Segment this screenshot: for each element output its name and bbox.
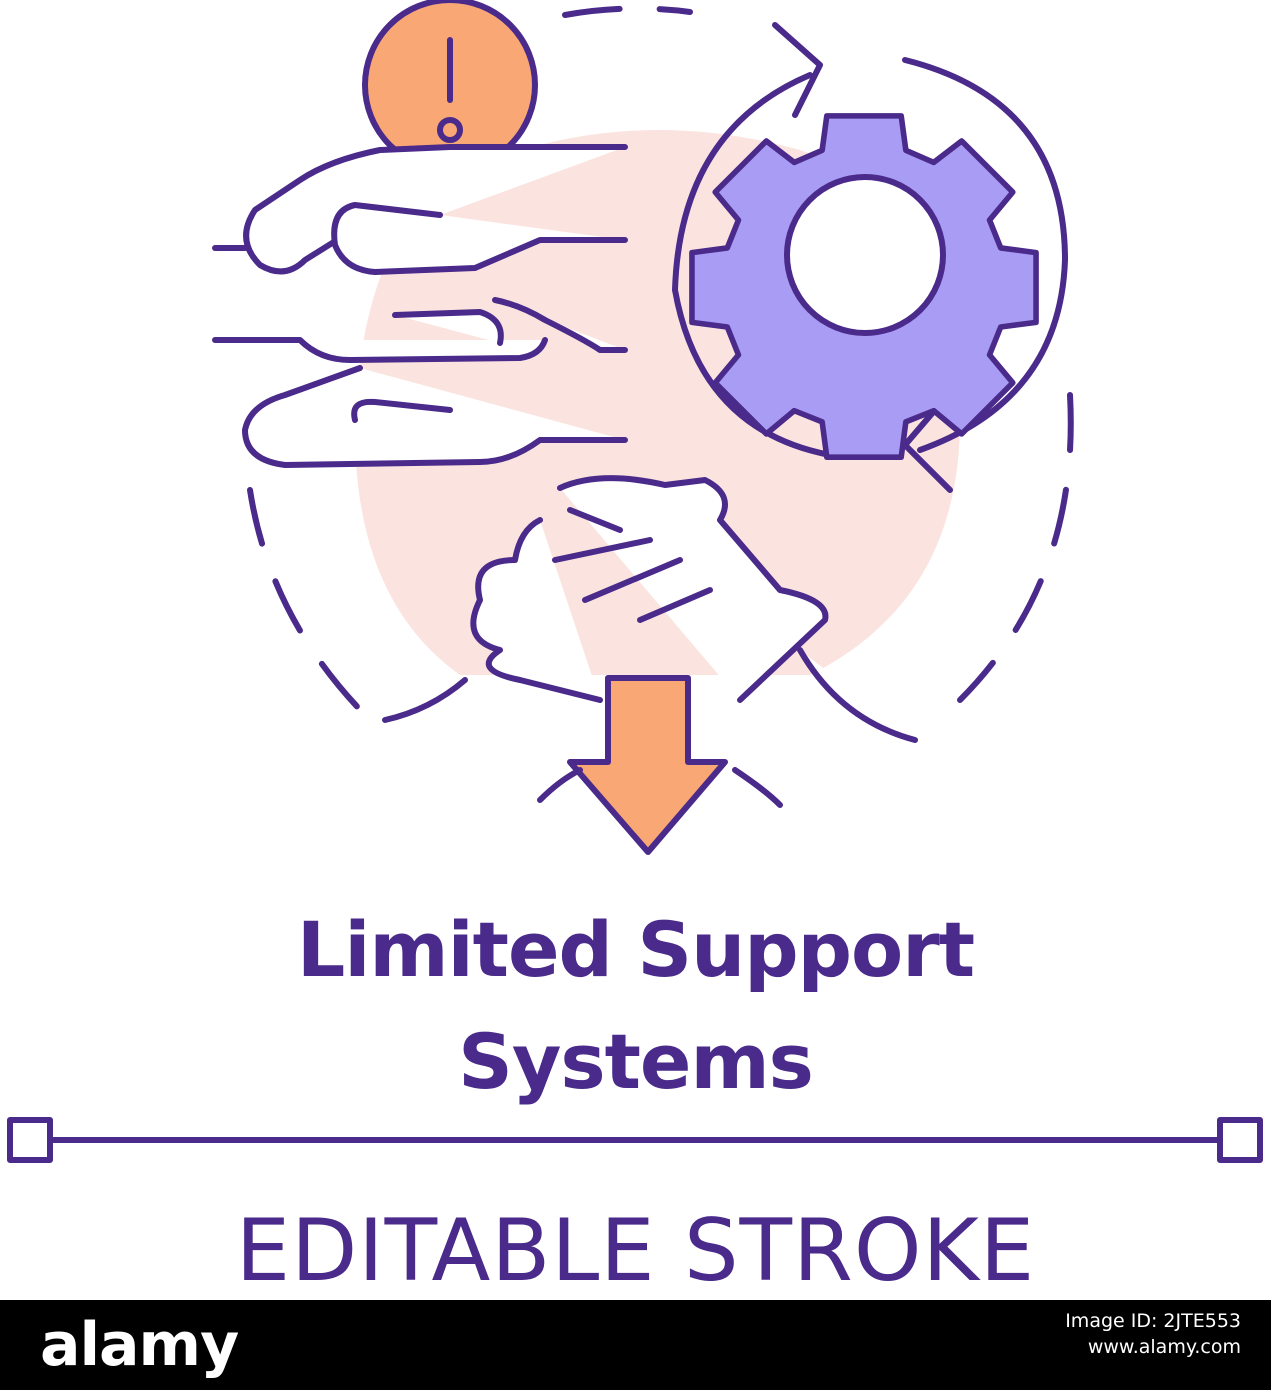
dashed-circle — [247, 5, 1074, 723]
handshake-icon — [382, 475, 918, 743]
image-id-label: Image ID: 2JTE553 — [1065, 1310, 1241, 1332]
editable-stroke-label: EDITABLE STROKE — [235, 1201, 1036, 1301]
title-line-1: Limited Support — [296, 905, 975, 994]
concept-illustration — [7, 0, 1263, 1163]
watermark-footer: alamy Image ID: 2JTE553 www.alamy.com — [0, 1300, 1271, 1390]
editable-stroke-line — [7, 1117, 1263, 1163]
hands-icon — [212, 144, 628, 468]
image-id: Image ID: 2JTE553 www.alamy.com — [1065, 1308, 1241, 1360]
gear-icon — [689, 113, 1039, 460]
brand-logo: alamy — [40, 1310, 239, 1380]
down-arrow-icon — [537, 675, 783, 855]
title-line-2: Systems — [458, 1017, 814, 1106]
site-url: www.alamy.com — [1087, 1336, 1241, 1358]
